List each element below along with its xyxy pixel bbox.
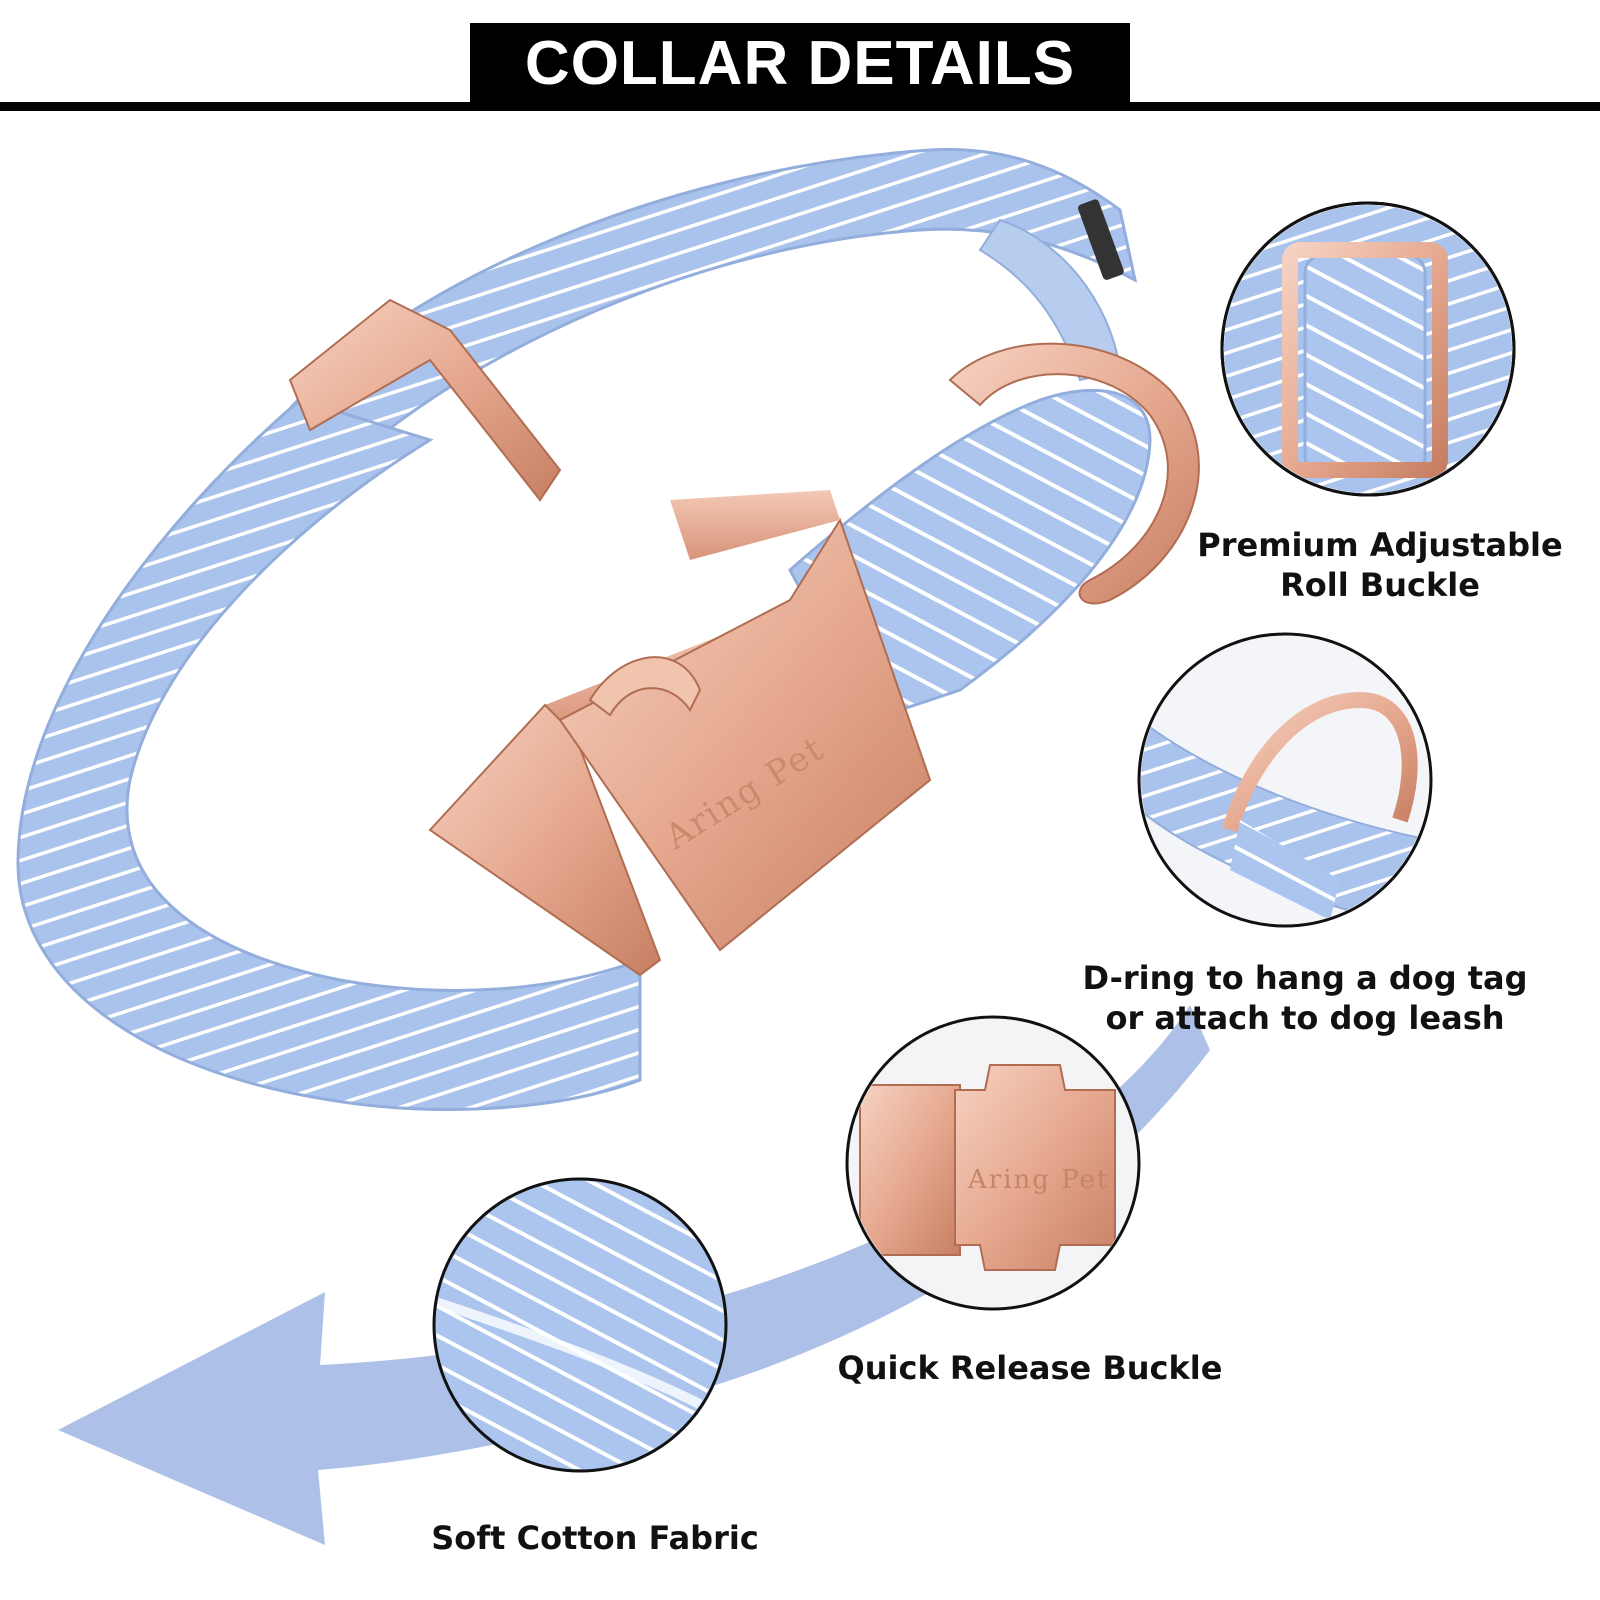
- collar-band: [16, 148, 1152, 1111]
- header-rule: [0, 102, 1600, 111]
- detail-circle-fabric: [432, 1177, 728, 1473]
- page-title: COLLAR DETAILS: [524, 28, 1076, 98]
- caption-quick-release: Quick Release Buckle: [837, 1349, 1223, 1387]
- quick-release-buckle: Aring Pet: [428, 490, 932, 977]
- header-banner: COLLAR DETAILS: [470, 23, 1130, 103]
- caption-d-ring: D-ring to hang a dog tag or attach to do…: [1082, 959, 1528, 1037]
- caption-roll-buckle: Premium Adjustable Roll Buckle: [1197, 526, 1563, 604]
- caption-fabric: Soft Cotton Fabric: [431, 1519, 759, 1557]
- detail-circle-d-ring: [1137, 632, 1433, 928]
- d-ring: [948, 342, 1200, 605]
- direction-arrow: [58, 1005, 1210, 1545]
- detail-circle-quick-release: Aring Pet: [845, 1015, 1141, 1311]
- detail-circle-roll-buckle: [1220, 201, 1516, 497]
- roll-buckle: [288, 298, 562, 502]
- brand-engraving-closeup: Aring Pet: [967, 1165, 1109, 1195]
